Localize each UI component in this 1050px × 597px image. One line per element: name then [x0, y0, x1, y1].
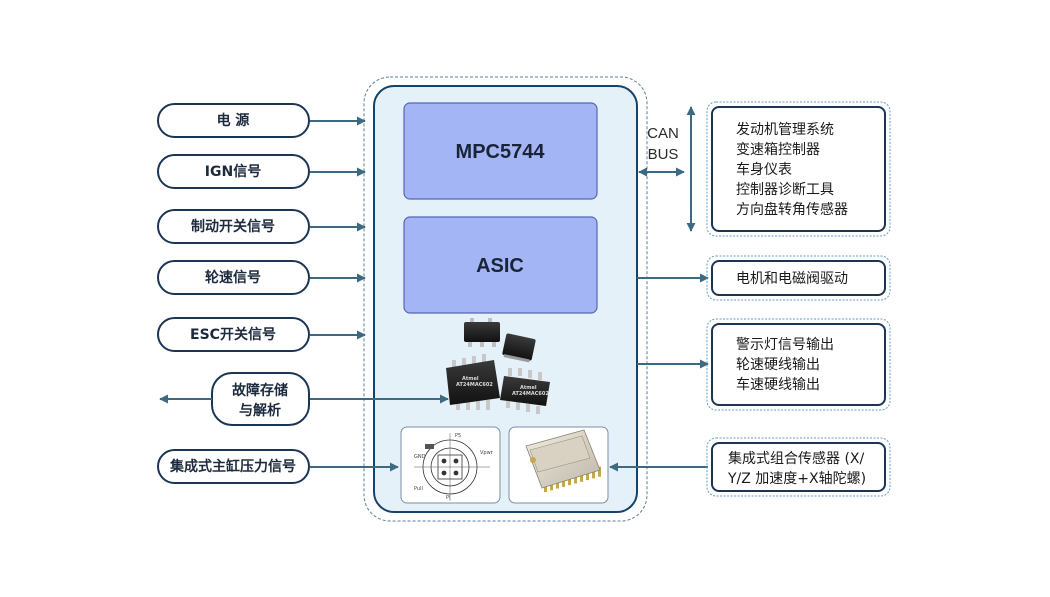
input-label-wheel-speed: 轮速信号 [205, 269, 261, 286]
signals-box: 警示灯信号输出 轮速硬线输出 车速硬线输出 [706, 318, 891, 411]
input-label-brake-switch: 制动开关信号 [191, 218, 275, 235]
input-label-fault-1: 故障存储 [232, 382, 288, 399]
motor-label: 电机和电磁阀驱动 [736, 271, 848, 287]
can-node-steering: 方向盘转角传感器 [736, 201, 848, 218]
bus-label: BUS [648, 146, 679, 163]
imu-label-2: Y/Z 加速度+X轴陀螺) [727, 471, 866, 487]
pressure-sensor-drawing: P5 GND Vpwr Pull PI [400, 426, 501, 504]
signal-wheel-speed-out: 轮速硬线输出 [736, 357, 820, 373]
can-node-instrument: 车身仪表 [736, 161, 792, 178]
can-node-transmission: 变速箱控制器 [736, 142, 820, 158]
input-pill-esc-switch: ESC开关信号 [157, 317, 310, 352]
input-pill-fault-storage: 故障存储 与解析 [211, 372, 310, 426]
ecu-panel-outline [363, 76, 648, 522]
imu-pin [574, 473, 577, 484]
input-label-fault-2: 与解析 [239, 402, 281, 419]
imu-box: 集成式组合传感器 (X/ Y/Z 加速度+X轴陀螺) [706, 437, 891, 497]
asic-block: ASIC [403, 216, 598, 314]
can-label: CAN [647, 125, 679, 142]
asic-label: ASIC [476, 255, 524, 277]
can-node-diagnostic: 控制器诊断工具 [736, 182, 834, 198]
sensor-label-gnd: GND [414, 454, 426, 460]
imu-pin [598, 466, 601, 477]
dfn-chip [502, 333, 536, 363]
soic-chip-left: Atmel AT24MAC602 [446, 354, 500, 410]
input-label-master-cylinder: 集成式主缸压力信号 [169, 458, 296, 475]
eeprom-mark-2: AT24MAC602 [456, 382, 493, 388]
input-label-ign: IGN信号 [205, 163, 261, 180]
imu-pin [592, 468, 595, 479]
input-pill-wheel-speed: 轮速信号 [157, 260, 310, 295]
can-node-engine: 发动机管理系统 [736, 122, 834, 138]
input-pill-master-cylinder: 集成式主缸压力信号 [157, 449, 310, 484]
imu-label-1: 集成式组合传感器 (X/ [728, 450, 865, 467]
motor-box: 电机和电磁阀驱动 [706, 255, 891, 301]
eeprom-mark-3: Atmel [520, 385, 537, 391]
mcu-block: MPC5744 [403, 102, 598, 200]
signal-vehicle-speed-out: 车速硬线输出 [736, 376, 820, 393]
imu-pin [568, 475, 571, 486]
eeprom-mark-1: Atmel [462, 376, 479, 382]
input-pill-ign: IGN信号 [157, 154, 310, 189]
sot-chip [464, 318, 500, 347]
eeprom-chips-image: Atmel AT24MAC602 Atmel AT24MAC602 [446, 318, 550, 414]
sensor-label-pi: PI [446, 495, 451, 501]
sensor-label-p5: P5 [455, 433, 461, 439]
sensor-label-vpwr: Vpwr [480, 450, 494, 456]
input-label-esc-switch: ESC开关信号 [190, 326, 276, 343]
can-nodes-box: 发动机管理系统 变速箱控制器 车身仪表 控制器诊断工具 方向盘转角传感器 [706, 101, 891, 237]
mcu-label: MPC5744 [456, 141, 546, 163]
imu-pin [586, 470, 589, 481]
imu-sensor-image [508, 426, 609, 504]
input-pill-brake-switch: 制动开关信号 [157, 209, 310, 244]
soic-chip-right: Atmel AT24MAC602 [500, 368, 550, 414]
input-pill-power: 电 源 [157, 103, 310, 138]
signal-warning-lamp: 警示灯信号输出 [736, 337, 834, 353]
eeprom-mark-4: AT24MAC602 [512, 391, 549, 397]
input-label-power: 电 源 [217, 112, 250, 129]
imu-pin [580, 471, 583, 482]
sensor-label-pull: Pull [414, 486, 423, 492]
imu-pin [562, 476, 565, 487]
